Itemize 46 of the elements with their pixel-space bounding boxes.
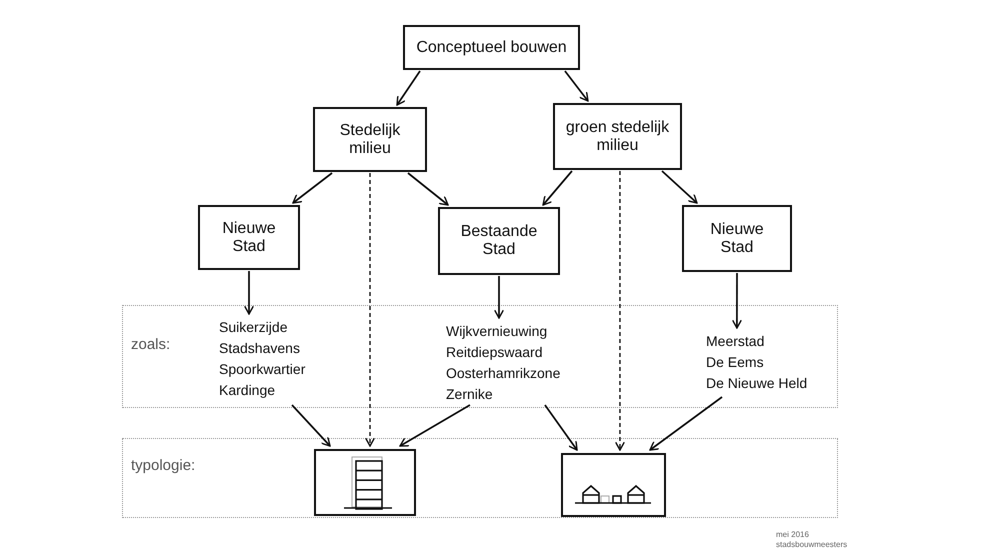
project-name: Oosterhamrikzone xyxy=(446,364,562,383)
arrow xyxy=(542,170,573,206)
arrow xyxy=(494,276,504,319)
box-title: Stedelijk milieu xyxy=(338,122,402,158)
project-name: Spoorkwartier xyxy=(219,360,306,379)
box-title: Bestaande Stad xyxy=(460,223,538,259)
arrow xyxy=(649,396,723,451)
category-band xyxy=(122,305,838,408)
project-name: Kardinge xyxy=(219,381,276,400)
dashed-arrow xyxy=(364,173,376,447)
arrow xyxy=(396,70,421,106)
box-title: Nieuwe Stad xyxy=(221,220,277,256)
arrow xyxy=(292,172,333,204)
project-name: Reitdiepswaard xyxy=(446,343,544,362)
arrow xyxy=(661,170,698,204)
project-name: Suikerzijde xyxy=(219,318,288,337)
signature-note: mei 2016 xyxy=(776,530,809,540)
project-name: Stadshavens xyxy=(219,339,301,358)
project-name: De Eems xyxy=(706,353,765,372)
concept-box xyxy=(403,25,580,70)
concept-box xyxy=(438,207,560,275)
project-name: Wijkvernieuwing xyxy=(446,322,548,341)
box-title: groen stedelijk milieu xyxy=(565,118,670,154)
concept-box xyxy=(198,205,300,270)
row-title: typologie: xyxy=(131,457,196,474)
concept-box xyxy=(682,205,792,272)
concept-box xyxy=(553,103,682,170)
arrow xyxy=(564,70,589,102)
picture-frame xyxy=(561,453,666,517)
arrow xyxy=(399,404,470,447)
arrow xyxy=(732,273,742,329)
box-title: Conceptueel bouwen xyxy=(416,38,567,56)
project-name: Zernike xyxy=(446,385,494,404)
project-name: Meerstad xyxy=(706,332,766,351)
box-title: Nieuwe Stad xyxy=(709,220,765,256)
concept-box xyxy=(313,107,427,172)
row-title: zoals: xyxy=(131,336,170,352)
signature-note: stadsbouwmeesters xyxy=(776,540,848,550)
arrow xyxy=(544,404,578,451)
category-band xyxy=(122,438,838,518)
arrow xyxy=(291,404,331,447)
picture-frame xyxy=(314,449,416,516)
arrow xyxy=(244,271,254,315)
arrow xyxy=(407,172,449,206)
dashed-arrow xyxy=(614,171,626,451)
project-name: De Nieuwe Held xyxy=(706,374,808,393)
